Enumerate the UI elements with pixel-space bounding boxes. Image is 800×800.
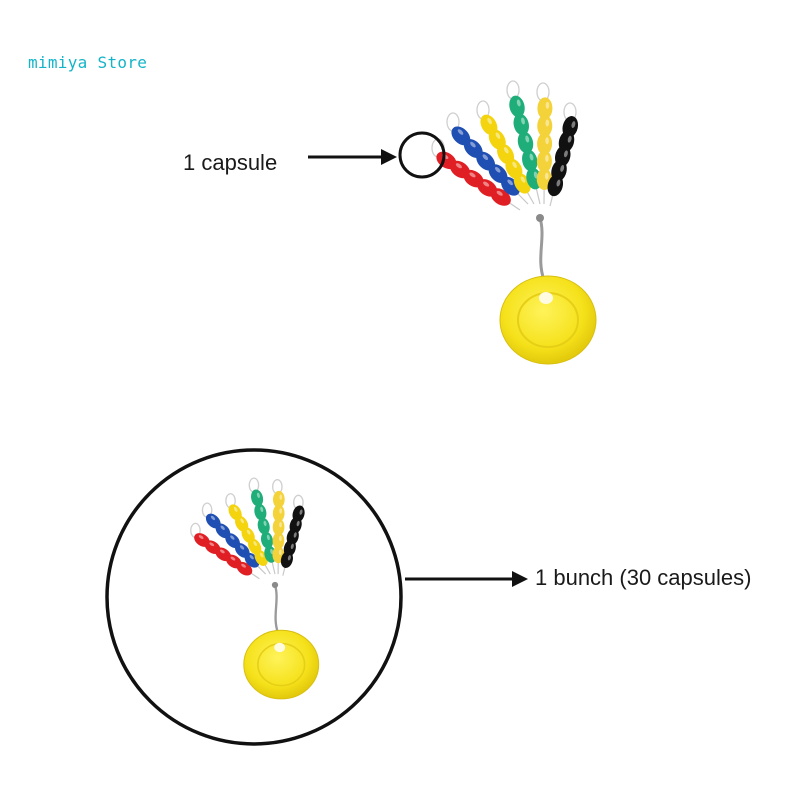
bunch-label: 1 bunch (30 capsules) (535, 565, 752, 590)
disc-hole (539, 292, 553, 304)
capsule-bead (476, 151, 496, 171)
capsule-bead (522, 149, 538, 172)
bunch-highlight-circle (105, 448, 403, 746)
capsule-bead (215, 523, 231, 539)
capsule-bead (488, 164, 508, 184)
yellow-disc (499, 275, 597, 365)
capsule-bead (280, 551, 293, 568)
capsule-bead (260, 531, 274, 549)
capsule-bead (509, 95, 525, 118)
capsule-bead (272, 518, 285, 536)
capsule-bead (490, 188, 511, 206)
capsule-bead (537, 132, 553, 155)
capsule-bead (272, 532, 285, 550)
capsule-bead (254, 503, 267, 521)
bottom-bunch-image (190, 477, 320, 700)
capsule-label: 1 capsule (183, 150, 278, 175)
disc-hole (274, 642, 286, 653)
capsule-bead (234, 543, 250, 558)
capsule-bead (257, 517, 270, 535)
capsule-bead (537, 97, 553, 120)
capsule-bead (547, 174, 564, 197)
capsule-bead (463, 139, 483, 158)
capsule-bead (251, 489, 264, 507)
capsule-bead (236, 561, 253, 576)
yellow-disc (243, 629, 320, 700)
capsule-bead (536, 150, 552, 173)
capsule-bead (513, 113, 529, 136)
store-watermark: mimiya Store (28, 53, 148, 72)
capsule-bead (272, 490, 285, 509)
capsule-arrow (308, 149, 397, 165)
capsule-bead (205, 513, 221, 529)
capsule-bead (225, 533, 240, 548)
twisted-wire (273, 584, 280, 634)
capsule-bead (537, 115, 553, 137)
capsule-bead (517, 131, 534, 154)
bunch-arrow (405, 571, 528, 587)
top-bunch-image (431, 80, 597, 365)
capsule-highlight-circle (398, 131, 446, 179)
capsule-bead (451, 126, 471, 146)
capsule-bead (272, 504, 285, 522)
twisted-wire (538, 217, 546, 281)
